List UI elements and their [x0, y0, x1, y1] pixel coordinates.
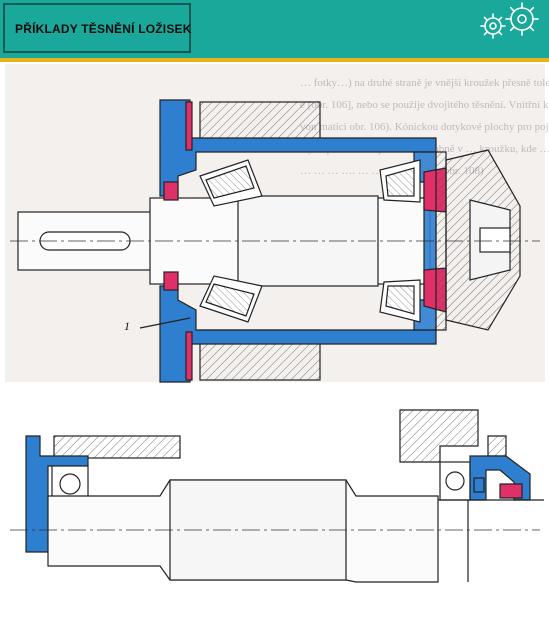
svg-text:… fotky…) na druhé straně je v: … fotky…) na druhé straně je vnější krou…: [300, 77, 549, 89]
bearing-seal-drawing: … fotky…) na druhé straně je vnější krou…: [5, 64, 549, 583]
svg-text:e [obr. 106], nebo se použije: e [obr. 106], nebo se použije dvojitého …: [300, 99, 549, 111]
accent-line: [0, 58, 549, 62]
callout-label: 1: [124, 319, 130, 333]
gears-icon: [480, 2, 539, 39]
lower-assembly: [25, 409, 544, 583]
title-box: PŘÍKLADY TĚSNĚNÍ LOŽISEK: [3, 3, 191, 53]
header-bar: PŘÍKLADY TĚSNĚNÍ LOŽISEK: [0, 0, 549, 60]
page-title: PŘÍKLADY TĚSNĚNÍ LOŽISEK: [15, 22, 192, 36]
svg-text:von matici obr. 106). Kónickou: von matici obr. 106). Kónickou dotykové …: [300, 121, 549, 133]
